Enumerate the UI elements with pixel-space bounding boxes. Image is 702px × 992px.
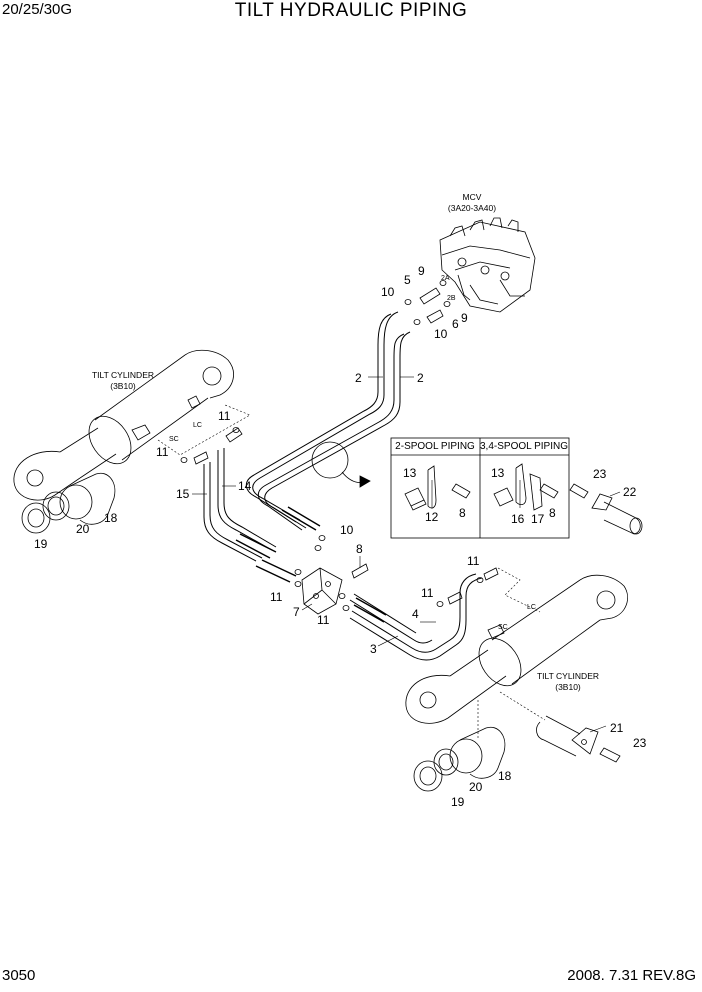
part-23-lower: 23 bbox=[633, 736, 647, 750]
part-12: 12 bbox=[425, 510, 439, 524]
hose-3-4 bbox=[349, 573, 483, 661]
part-10-upper: 10 bbox=[381, 285, 395, 299]
part-23-upper: 23 bbox=[593, 467, 607, 481]
detail-heading-3-4-spool: 3,4-SPOOL PIPING bbox=[480, 441, 568, 452]
mcv-fittings bbox=[404, 280, 451, 325]
part-13-inset-2spool: 13 bbox=[403, 466, 417, 480]
part-17: 17 bbox=[531, 512, 545, 526]
right-cylinder-parts bbox=[413, 726, 506, 792]
port-2b-label: 2B bbox=[447, 295, 456, 302]
adapter-8 bbox=[351, 563, 369, 579]
lc-right-label: LC bbox=[527, 604, 536, 611]
part-11-c: 11 bbox=[270, 590, 283, 604]
sc-left-label: SC bbox=[169, 436, 179, 443]
port-2a-label: 2A bbox=[441, 275, 450, 282]
tilt-cylinder-right bbox=[405, 574, 628, 724]
detail-callout-circle bbox=[311, 441, 349, 479]
part-20-right: 20 bbox=[469, 780, 483, 794]
part-2-left: 2 bbox=[355, 371, 362, 385]
arrow-head bbox=[359, 475, 371, 488]
part-10-lower: 10 bbox=[434, 327, 448, 341]
part-4: 4 bbox=[412, 607, 419, 621]
revision-date: 2008. 7.31 REV.8G bbox=[567, 967, 696, 984]
mcv-caption: MCV bbox=[463, 192, 482, 202]
part-19-right: 19 bbox=[451, 795, 465, 809]
part-10-middle: 10 bbox=[340, 523, 354, 537]
part-11-f: 11 bbox=[467, 554, 480, 568]
part-21: 21 bbox=[610, 721, 624, 735]
part-8-inset-34spool: 8 bbox=[549, 506, 556, 520]
part-18-left: 18 bbox=[104, 511, 118, 525]
part-2-right: 2 bbox=[417, 371, 424, 385]
part-9-lower: 9 bbox=[461, 311, 468, 325]
left-cylinder-parts bbox=[21, 472, 116, 534]
manifold-block-7 bbox=[301, 567, 343, 615]
tilt-cylinder-left-ref: (3B10) bbox=[110, 381, 136, 391]
hose-end-fittings bbox=[193, 427, 499, 605]
part-8: 8 bbox=[356, 542, 363, 556]
hose-14-15 bbox=[203, 448, 297, 583]
part-14: 14 bbox=[238, 479, 252, 493]
hose-2-pair bbox=[245, 311, 411, 531]
page-number: 3050 bbox=[2, 967, 36, 984]
part-22: 22 bbox=[623, 485, 637, 499]
bolt-23-upper bbox=[569, 483, 589, 499]
leader-lines bbox=[192, 376, 621, 733]
part-8-inset-2spool: 8 bbox=[459, 506, 466, 520]
part-18-right: 18 bbox=[498, 769, 512, 783]
part-6: 6 bbox=[452, 317, 459, 331]
part-11-b: 11 bbox=[156, 445, 169, 459]
part-13-inset-34spool: 13 bbox=[491, 466, 505, 480]
part-5: 5 bbox=[404, 273, 411, 287]
part-11-e: 11 bbox=[421, 586, 434, 600]
part-15: 15 bbox=[176, 487, 190, 501]
detail-heading-2-spool: 2-SPOOL PIPING bbox=[395, 441, 475, 452]
part-7: 7 bbox=[293, 605, 300, 619]
part-11-d: 11 bbox=[317, 613, 330, 627]
page-title: TILT HYDRAULIC PIPING bbox=[234, 0, 468, 21]
tilt-cylinder-right-caption: TILT CYLINDER bbox=[537, 671, 599, 681]
model-code: 20/25/30G bbox=[2, 1, 73, 18]
bolt-23-lower bbox=[599, 747, 621, 763]
tilt-cylinder-left bbox=[13, 349, 234, 501]
pin-22 bbox=[591, 493, 643, 535]
part-19-left: 19 bbox=[34, 537, 48, 551]
detail-inset bbox=[390, 437, 570, 539]
part-20-left: 20 bbox=[76, 522, 90, 536]
part-3: 3 bbox=[370, 642, 377, 656]
part-9-upper: 9 bbox=[418, 264, 425, 278]
part-16: 16 bbox=[511, 512, 525, 526]
mcv-ref-caption: (3A20-3A40) bbox=[448, 203, 496, 213]
mcv-valve bbox=[439, 217, 536, 313]
part-11-a: 11 bbox=[218, 409, 231, 423]
lc-left-label: LC bbox=[193, 422, 202, 429]
o-rings bbox=[180, 427, 484, 611]
tilt-cylinder-right-ref: (3B10) bbox=[555, 682, 581, 692]
pin-21 bbox=[536, 715, 599, 757]
part-number-labels: 2 2 3 4 5 6 7 8 8 8 9 9 10 10 10 11 11 1… bbox=[34, 264, 647, 809]
tilt-cylinder-left-caption: TILT CYLINDER bbox=[92, 370, 154, 380]
sc-right-label: SC bbox=[498, 624, 508, 631]
